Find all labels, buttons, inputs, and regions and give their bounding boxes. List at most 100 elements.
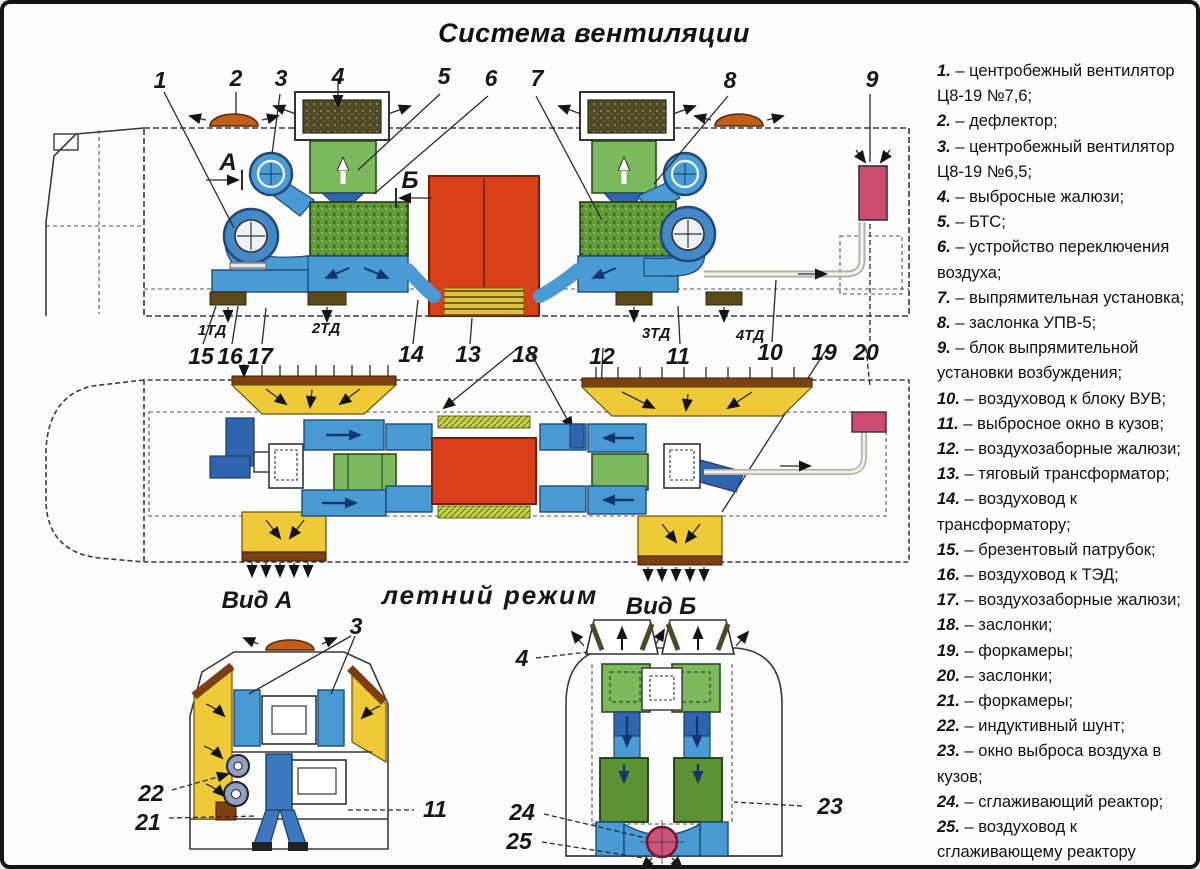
cut-label-b: Б: [402, 167, 419, 194]
callout-4: 4: [331, 63, 345, 89]
callout-11-view-a: 11: [423, 796, 447, 822]
legend-item: 23. – окно выброса воздуха в кузов;: [937, 742, 1162, 786]
legend-item: 1. – центробежный вентилятор Ц8-19 №7,6;: [937, 62, 1175, 106]
intake-louver-top-right: [580, 367, 814, 417]
legend-item: 4. – выбросные жалюзи;: [937, 188, 1125, 207]
legend-item: 13. – тяговый трансформатор;: [937, 465, 1170, 484]
forechamber-bottom-right: [637, 515, 723, 582]
canvas-duct-pad: [307, 291, 347, 306]
central-machine: [641, 667, 683, 711]
middle-callout-numbers: 15 16 17 14 13 18 12 11 10 19 20: [188, 339, 879, 369]
callout-15: 15: [188, 343, 215, 369]
section-view-b: Вид Б летний режим: [380, 580, 843, 865]
legend-item: 12. – воздухозаборные жалюзи;: [937, 440, 1181, 459]
legend-panel: 1. – центробежный вентилятор Ц8-19 №7,6;…: [937, 59, 1193, 865]
bts-block: [591, 140, 657, 194]
callout-4-view-b: 4: [515, 645, 529, 671]
callout-12: 12: [589, 343, 615, 369]
legend-item: 22. – индуктивный шунт;: [937, 717, 1125, 736]
callout-22: 22: [137, 780, 164, 806]
legend-item: 7. – выпрямительная установка;: [937, 288, 1185, 307]
callout-13: 13: [455, 341, 481, 367]
callout-3-view-a: 3: [350, 613, 363, 639]
legend-item: 21. – форкамеры;: [937, 692, 1074, 711]
callout-18: 18: [512, 341, 538, 367]
side-elevation-view: А Б: [45, 63, 910, 513]
exhaust-hood-left: [570, 619, 660, 655]
canvas-duct-pad: [705, 291, 743, 306]
callout-5: 5: [438, 63, 452, 89]
callout-16: 16: [217, 343, 243, 369]
cut-label-a: А: [218, 149, 236, 176]
legend-item: 8. – заслонка УПВ-5;: [937, 314, 1097, 333]
rectifier-block: [309, 201, 409, 257]
legend-item: 15. – брезентовый патрубок;: [937, 540, 1156, 559]
legend-item: 6. – устройство переключения воздуха;: [937, 238, 1170, 282]
callout-9: 9: [866, 66, 879, 92]
callout-6: 6: [485, 65, 498, 91]
callout-1: 1: [154, 67, 167, 93]
legend-item: 25. – воздуховод к сглаживающему реактор…: [937, 818, 1136, 862]
canvas-duct-pad: [615, 291, 653, 306]
vuv-block-plan: [851, 411, 887, 433]
upv5-damper: [602, 192, 646, 203]
machine-upper: [261, 695, 317, 745]
legend-item: 10. – воздуховод к блоку ВУВ;: [937, 389, 1167, 408]
fan-duct: [317, 689, 345, 747]
legend-item: 9. – блок выпрямительной установки возбу…: [937, 339, 1139, 383]
axle-label-3td: 3ТД: [642, 325, 671, 342]
deflector: [265, 639, 315, 651]
traction-transformer: [428, 175, 540, 317]
legend-item: 24. – сглаживающий реактор;: [937, 792, 1164, 811]
view-b-title: Вид Б: [626, 593, 697, 620]
callout-10: 10: [757, 339, 783, 365]
legend-item: 18. – заслонки;: [937, 616, 1053, 635]
fan-assembly-right: [533, 91, 743, 323]
top-callout-leaders: [163, 78, 871, 344]
fan-plenum: [268, 443, 304, 489]
axle-label-2td: 2ТД: [311, 320, 341, 337]
rectifier-unit: [579, 201, 677, 257]
fan-assembly-left: [209, 91, 441, 323]
air-switch-device: [320, 192, 366, 203]
fan-duct: [233, 689, 261, 747]
fan-plenum: [663, 443, 701, 489]
legend-item: 16. – воздуховод к ТЭД;: [937, 566, 1119, 585]
cab-window: [53, 133, 79, 151]
legend-item: 17. – воздухозаборные жалюзи;: [937, 591, 1181, 610]
legend-item: 5. – БТС;: [937, 213, 1006, 232]
summer-mode-label: летний режим: [380, 580, 598, 610]
transformer-plan: [431, 415, 587, 519]
plan-machinery-left: [209, 417, 433, 517]
callout-19: 19: [811, 339, 837, 365]
callout-25: 25: [505, 828, 533, 854]
deflector-right: [693, 113, 785, 127]
legend-item: 2. – дефлектор;: [937, 112, 1058, 131]
intake-louver-top-left: [230, 364, 398, 415]
callout-24: 24: [508, 799, 535, 825]
plan-body-outline: [45, 379, 910, 563]
callout-2: 2: [229, 65, 243, 91]
legend-item: 3. – центробежный вентилятор Ц8-19 №6,5;: [937, 137, 1175, 181]
legend-item: 14. – воздуховод к трансформатору;: [937, 490, 1078, 534]
callout-17: 17: [247, 343, 274, 369]
forechamber-bottom-left: [241, 511, 327, 578]
cab-outline: [45, 127, 145, 316]
axle-label-4td: 4ТД: [735, 327, 765, 344]
duct-box: [305, 255, 409, 293]
section-view-a: Вид А: [134, 587, 447, 851]
canvas-duct-pad: [209, 291, 247, 306]
callout-3: 3: [275, 65, 288, 91]
legend-item: 11. – выбросное окно в кузов;: [937, 414, 1164, 433]
callout-11: 11: [666, 343, 690, 369]
deflector-left: [188, 113, 280, 127]
section-cut-b: Б: [395, 167, 432, 208]
exhaust-column: [265, 753, 293, 813]
plan-machinery-right: [587, 411, 887, 515]
callout-8: 8: [724, 67, 737, 93]
callout-21: 21: [134, 809, 161, 835]
plan-view: [45, 364, 910, 582]
callout-7: 7: [531, 65, 545, 91]
vuv-compartment: [839, 235, 903, 295]
